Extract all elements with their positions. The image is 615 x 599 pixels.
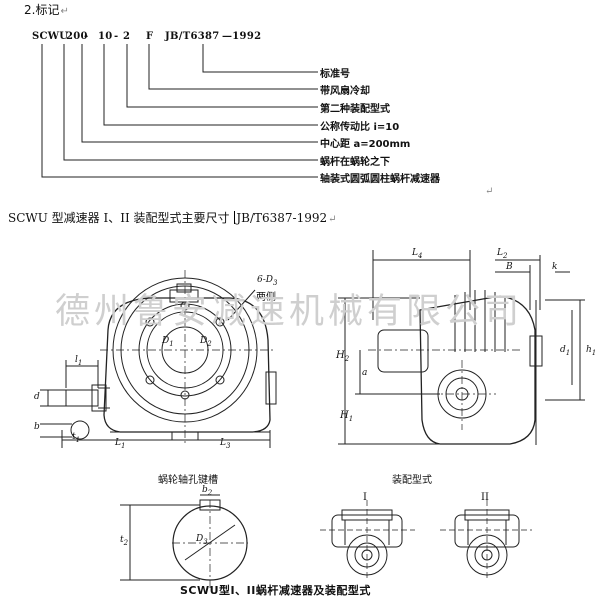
label-l1: l1 (75, 355, 83, 367)
designation-ratio: 10 (98, 31, 113, 42)
heading-standard: JB/T6387-1992 (236, 211, 328, 225)
designation-year: —1992 (222, 31, 262, 42)
label-B: B (506, 262, 513, 272)
label-d1: d1 (560, 345, 571, 357)
assembly-ii-label: II (481, 492, 489, 503)
label-t2: t2 (120, 535, 129, 547)
designation-assembly: 2 (123, 31, 131, 42)
designation-dash-2: - (114, 31, 119, 42)
company-watermark: 德州鲁安减速机械有限公司 (55, 292, 524, 332)
label-H2: H2 (336, 350, 350, 363)
label-a: a (362, 368, 368, 378)
section-title-text: 2.标记 (24, 3, 60, 17)
label-t1: t1 (72, 432, 81, 444)
label-k: k (552, 262, 558, 272)
label-D3: D3 (196, 534, 208, 546)
legend-standard: 标准号 (320, 69, 350, 80)
assembly-i-diagram (320, 500, 415, 580)
designation-fan: F (146, 31, 154, 42)
side-view (338, 250, 585, 445)
label-d: d (34, 392, 40, 402)
legend-ratio: 公称传动比 i=10 (320, 122, 400, 133)
label-L2: L2 (497, 248, 508, 260)
label-bolt-holes: 6-D3 (257, 275, 278, 287)
designation-standard: JB/T6387 (165, 31, 220, 42)
label-L3: L3 (220, 438, 231, 450)
figure-caption: SCWU型I、II蜗杆减速器及装配型式 (180, 584, 371, 597)
label-both-sides: 两侧 (256, 292, 276, 303)
front-view (40, 270, 277, 448)
designation-center-distance: 200 (66, 31, 88, 42)
label-h1: h1 (586, 345, 597, 357)
label-b: b (34, 422, 40, 432)
paragraph-mark-icon: ↵ (485, 186, 494, 197)
assembly-ii-diagram (440, 500, 532, 580)
label-D1: D1 (162, 336, 174, 348)
keyway-section (120, 494, 248, 588)
paragraph-mark-icon: ↵ (60, 6, 69, 17)
designation-dash-1: - (84, 31, 89, 42)
legend-reducer-type: 轴装式圆弧圆柱蜗杆减速器 (320, 174, 440, 185)
dimension-heading: SCWU 型减速器 I、II 装配型式主要尺寸 JB/T6387-1992↵ (8, 209, 337, 226)
paragraph-mark-icon: ↵ (328, 214, 337, 225)
label-H1: H1 (340, 410, 354, 423)
legend-worm-position: 蜗杆在蜗轮之下 (320, 157, 390, 168)
heading-text: SCWU 型减速器 I、II 装配型式主要尺寸 (8, 211, 230, 225)
legend-center-distance: 中心距 a=200mm (320, 139, 411, 150)
assembly-title: 装配型式 (392, 475, 432, 486)
label-b2: b2 (202, 485, 213, 497)
section-title: 2.标记↵ (24, 1, 69, 18)
text-caret (234, 211, 236, 224)
keyway-title: 蜗轮轴孔键槽 (158, 475, 218, 486)
label-L1: L1 (115, 438, 126, 450)
assembly-i-label: I (363, 492, 367, 503)
legend-fan-cooling: 带风扇冷却 (320, 86, 370, 97)
label-L4: L4 (412, 248, 423, 260)
designation-type: SCWU (32, 31, 69, 42)
legend-assembly-type: 第二种装配型式 (320, 104, 390, 115)
label-D2: D2 (200, 336, 212, 348)
